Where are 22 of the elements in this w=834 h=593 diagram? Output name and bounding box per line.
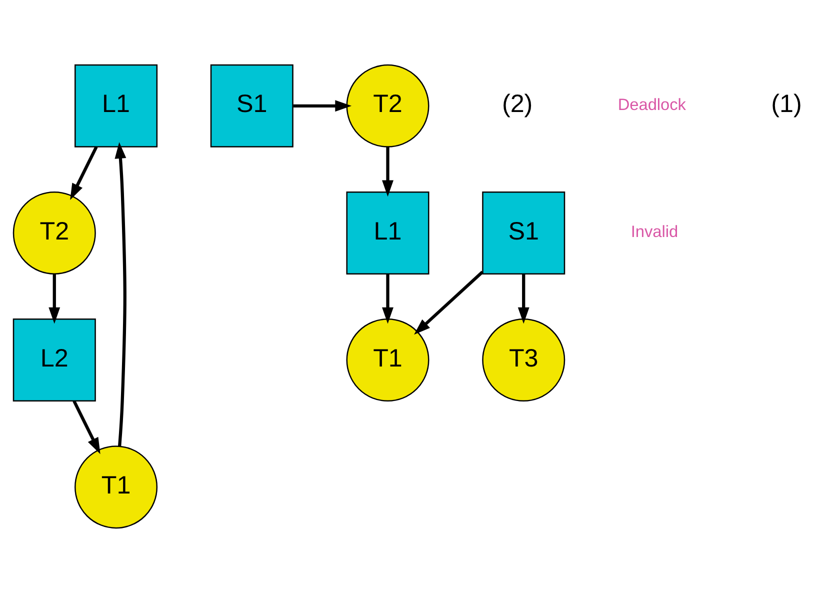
arrow — [72, 400, 100, 454]
node-circle: T3 — [482, 318, 566, 402]
node-circle: T1 — [74, 446, 158, 529]
node-box: S1 — [210, 64, 294, 148]
arrow — [48, 274, 60, 324]
node-circle: T2 — [346, 64, 430, 148]
arrow — [114, 142, 126, 446]
label: (2) — [502, 90, 533, 118]
node-box: L1 — [74, 64, 158, 148]
arrow — [382, 274, 394, 324]
label: (1) — [771, 90, 802, 118]
arrow — [70, 146, 98, 200]
label: Invalid — [630, 223, 678, 242]
arrow — [414, 270, 484, 335]
label: Deadlock — [618, 96, 686, 114]
arrow — [518, 274, 530, 324]
arrow — [293, 100, 352, 112]
arrow — [382, 146, 394, 197]
node-box: L2 — [12, 318, 96, 402]
node-circle: T2 — [12, 191, 96, 274]
node-box: S1 — [482, 191, 566, 274]
node-box: L1 — [346, 191, 430, 274]
